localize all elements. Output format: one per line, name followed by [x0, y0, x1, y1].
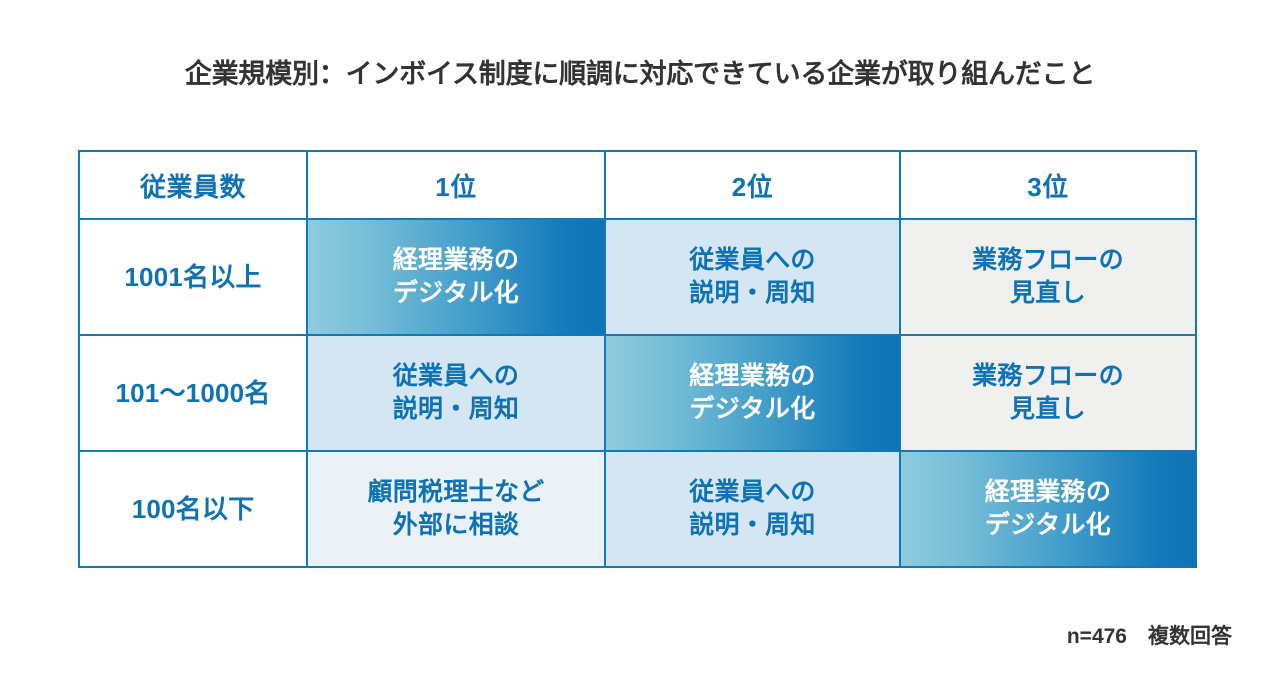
cell-text: 従業員への 説明・周知: [689, 246, 816, 307]
cell-r1-rank2: 従業員への 説明・周知: [604, 218, 901, 336]
row-label-101-1000: 101〜1000名: [78, 334, 308, 452]
column-header-rank3: 3位: [899, 150, 1197, 220]
cell-text: 業務フローの 見直し: [972, 246, 1124, 307]
cell-text: 経理業務の デジタル化: [984, 478, 1112, 539]
cell-text: 経理業務の デジタル化: [689, 362, 816, 423]
cell-text: 顧問税理士など 外部に相談: [367, 478, 545, 539]
cell-text: 経理業務の デジタル化: [392, 246, 520, 307]
footnote: n=476 複数回答: [1066, 625, 1232, 648]
table-header-row: 従業員数 1位 2位 3位: [78, 150, 1197, 220]
column-header-rank1: 1位: [306, 150, 606, 220]
row-label-text: 1001名以上: [124, 261, 262, 292]
cell-r2-rank2: 経理業務の デジタル化: [604, 334, 901, 452]
row-label-1001-plus: 1001名以上: [78, 218, 308, 336]
cell-r3-rank2: 従業員への 説明・周知: [604, 450, 901, 568]
cell-r1-rank1: 経理業務の デジタル化: [306, 218, 606, 336]
column-header-rank2: 2位: [604, 150, 901, 220]
cell-r3-rank3: 経理業務の デジタル化: [899, 450, 1197, 568]
cell-text: 業務フローの 見直し: [972, 362, 1124, 423]
column-header-employees: 従業員数: [78, 150, 308, 220]
table-row: 1001名以上 経理業務の デジタル化 従業員への 説明・周知 業務フローの 見…: [78, 218, 1197, 336]
cell-r1-rank3: 業務フローの 見直し: [899, 218, 1197, 336]
cell-r3-rank1: 顧問税理士など 外部に相談: [306, 450, 606, 568]
table-row: 100名以下 顧問税理士など 外部に相談 従業員への 説明・周知 経理業務の デ…: [78, 450, 1197, 568]
table-row: 101〜1000名 従業員への 説明・周知 経理業務の デジタル化 業務フローの…: [78, 334, 1197, 452]
cell-r2-rank1: 従業員への 説明・周知: [306, 334, 606, 452]
row-label-100-minus: 100名以下: [78, 450, 308, 568]
row-label-text: 100名以下: [131, 493, 255, 524]
page-title: 企業規模別：インボイス制度に順調に対応できている企業が取り組んだこと: [184, 59, 1096, 89]
cell-text: 従業員への 説明・周知: [392, 362, 520, 423]
cell-text: 従業員への 説明・周知: [689, 478, 816, 539]
ranking-table: 従業員数 1位 2位 3位 1001名以上 経理業務の デジタル化 従業員への …: [78, 150, 1197, 568]
cell-r2-rank3: 業務フローの 見直し: [899, 334, 1197, 452]
row-label-text: 101〜1000名: [115, 377, 271, 408]
